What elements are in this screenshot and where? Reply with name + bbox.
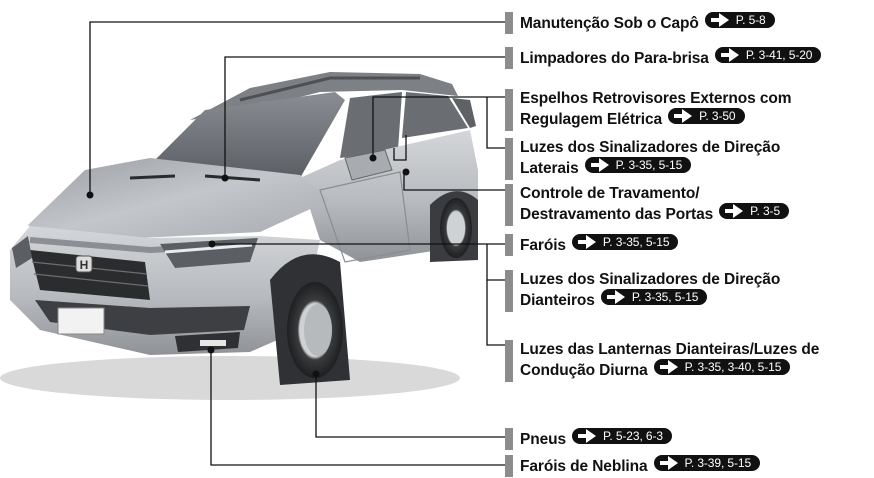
page-ref-link[interactable]: P. 3-41, 5-20: [714, 47, 822, 63]
rear-wheel: [440, 198, 472, 258]
callout-bar: [505, 455, 513, 477]
fog-light: [200, 340, 226, 346]
page-ref-link[interactable]: P. 5-23, 6-3: [572, 428, 672, 444]
callout-label: Pneus: [520, 431, 567, 448]
badge-letter: H: [80, 258, 89, 272]
side-mirror: [344, 149, 393, 181]
arrow-right-icon: [578, 429, 597, 443]
grille: [30, 250, 150, 300]
callout-mirrors: Espelhos Retrovisores Externos com Regul…: [505, 89, 792, 131]
front-door-outline: [319, 171, 411, 263]
callout-bar: [505, 12, 513, 34]
callout-label: Manutenção Sob o Capô: [520, 15, 699, 32]
arrow-right-icon: [720, 48, 739, 62]
arrow-right-icon: [606, 290, 625, 304]
callout-label: Faróis de Neblina: [520, 458, 648, 475]
rear-side-window: [402, 92, 468, 138]
page-ref-link[interactable]: P. 3-35, 5-15: [600, 289, 708, 305]
callout-label: Luzes das Lanternas Dianteiras/Luzes de: [520, 341, 820, 358]
arrow-right-icon: [577, 235, 596, 249]
page-ref-link[interactable]: P. 3-39, 5-15: [653, 455, 761, 471]
callout-bar: [505, 270, 513, 312]
callout-door-locks: Controle de Travamento/ Destravamento da…: [505, 184, 790, 226]
arrow-right-icon: [659, 360, 678, 374]
callout-bar: [505, 89, 513, 131]
ground-shadow: [0, 356, 460, 400]
page-ref-link[interactable]: P. 3-5: [719, 203, 790, 219]
headlight-left: [12, 236, 32, 268]
page-ref-link[interactable]: P. 3-35, 3-40, 5-15: [653, 359, 791, 375]
arrow-right-icon: [674, 109, 693, 123]
callout-label: Faróis: [520, 237, 566, 254]
callout-front-turn-signals: Luzes dos Sinalizadores de Direção Diant…: [505, 270, 780, 312]
arrow-right-icon: [659, 456, 678, 470]
callout-label: Luzes dos Sinalizadores de Direção: [520, 139, 781, 156]
hood: [28, 158, 330, 238]
callout-bar: [505, 184, 513, 226]
callout-fog-lights: Faróis de Neblina P. 3-39, 5-15: [505, 455, 761, 477]
page-ref-link[interactable]: P. 3-35, 5-15: [584, 157, 692, 173]
callout-bar: [505, 234, 513, 256]
callout-tires: Pneus P. 5-23, 6-3: [505, 428, 672, 450]
callout-headlights: Faróis P. 3-35, 5-15: [505, 234, 679, 256]
front-side-window: [340, 92, 402, 158]
callout-label: Espelhos Retrovisores Externos com: [520, 90, 792, 107]
callout-side-turn-signals: Luzes dos Sinalizadores de Direção Later…: [505, 138, 780, 180]
callout-label: Controle de Travamento/: [520, 185, 700, 202]
arrow-right-icon: [725, 204, 744, 218]
page-ref-link[interactable]: P. 3-35, 5-15: [571, 234, 679, 250]
front-rim: [304, 304, 332, 356]
callout-bar: [505, 340, 513, 382]
leader-dots: [86, 154, 410, 378]
callout-bar: [505, 428, 513, 450]
arrow-right-icon: [590, 158, 609, 172]
callout-bar: [505, 47, 513, 69]
page-ref-link[interactable]: P. 3-50: [668, 108, 745, 124]
rear-quarter-window: [452, 98, 476, 128]
arrow-right-icon: [710, 13, 729, 27]
callout-label: Dianteiros: [520, 292, 595, 309]
callout-hood-maintenance: Manutenção Sob o Capô P. 5-8: [505, 12, 775, 34]
license-plate: [57, 307, 105, 335]
page-ref-link[interactable]: P. 5-8: [704, 12, 775, 28]
badge: [75, 255, 93, 273]
callout-label: Regulagem Elétrica: [520, 111, 663, 128]
drl-strip: [164, 243, 253, 254]
callout-label: Limpadores do Para-brisa: [520, 50, 709, 67]
callout-wipers: Limpadores do Para-brisa P. 3-41, 5-20: [505, 47, 822, 69]
wipers: [129, 174, 261, 182]
callout-label: Condução Diurna: [520, 362, 648, 379]
callout-label: Destravamento das Portas: [520, 206, 714, 223]
callout-parking-drl: Luzes das Lanternas Dianteiras/Luzes de …: [505, 340, 819, 382]
leader-lines: [89, 21, 505, 466]
roof: [190, 72, 458, 120]
callout-label: Laterais: [520, 160, 579, 177]
callout-label: Luzes dos Sinalizadores de Direção: [520, 271, 781, 288]
roof-rail: [239, 76, 420, 102]
callout-bar: [505, 138, 513, 180]
windshield: [140, 92, 345, 178]
